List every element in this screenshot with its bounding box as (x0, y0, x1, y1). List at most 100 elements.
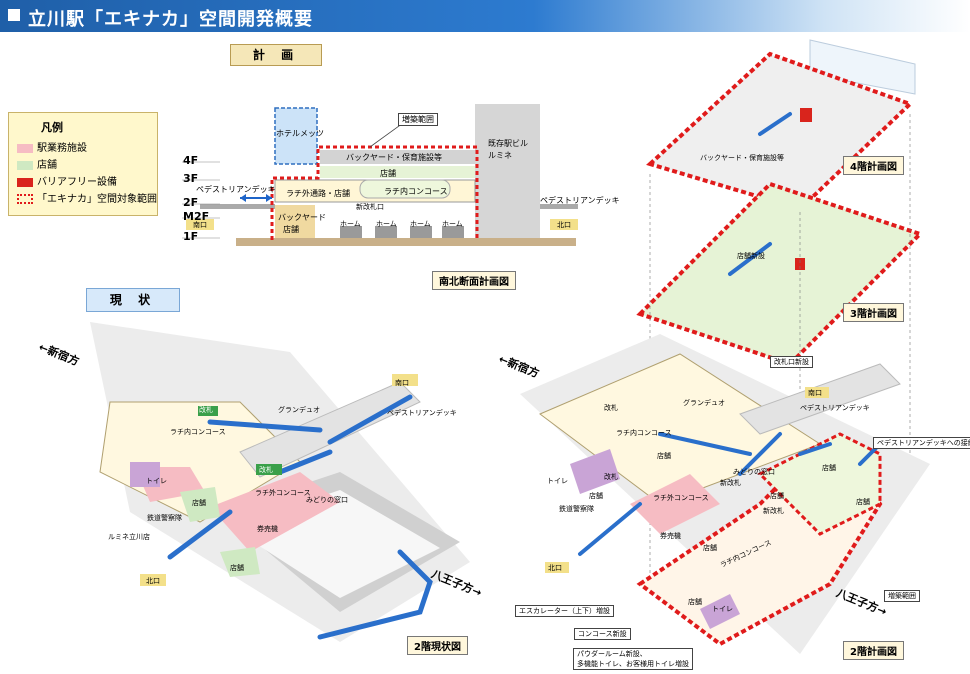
gate-inside-concourse-label: ラチ内コンコース (384, 187, 448, 196)
deck-left (200, 204, 275, 209)
current-north-exit-marker (140, 574, 166, 586)
floor3-elevator-icon (795, 258, 805, 270)
platform-label-3: ホーム (410, 220, 431, 228)
plan-north-exit: 北口 (548, 564, 562, 572)
plan-gate-1: 改札 (604, 404, 618, 412)
plan-ticket: 券売機 (660, 532, 681, 540)
current-lumine: ルミネ立川店 (108, 533, 150, 541)
floor3-caption: 3階計画図 (843, 303, 904, 322)
existing-building-label: 既存駅ビル ルミネ (488, 139, 528, 160)
plan-south-exit-marker (805, 387, 829, 398)
current-south-exit-marker (392, 374, 418, 386)
section-diagram (182, 104, 578, 246)
legend-item-shop: 店舗 (17, 156, 57, 171)
backyard-block (275, 205, 315, 238)
plan-new-gate-1: 新改札 (720, 479, 741, 487)
building-outline (809, 39, 916, 95)
existing-building (475, 104, 540, 238)
backyard-nursery-label: バックヤード・保育施設等 (346, 153, 442, 162)
floor-label-2f: 2F (183, 196, 199, 209)
floor3-shop-new: 店舗新設 (737, 252, 765, 260)
plan-gate-2: 改札 (604, 473, 618, 481)
current-pedestrian-deck: ペデストリアンデッキ (387, 409, 457, 417)
plan-south-exit: 南口 (808, 389, 822, 397)
floor3-plate (636, 181, 924, 367)
hotel-label: ホテルメッツ (276, 129, 324, 138)
title-bar: 立川駅「エキナカ」空間開発概要 (0, 0, 970, 32)
section-south-exit: 南口 (193, 221, 207, 229)
plan-shop-3: 店舗 (770, 492, 784, 500)
current-floor-map (90, 322, 470, 642)
shop-band (320, 166, 475, 178)
platform-label-1: ホーム (340, 220, 361, 228)
current-toilet: トイレ (146, 477, 167, 485)
plan-shop-4: 店舗 (822, 464, 836, 472)
callout-new-gate: 改札口新設 (770, 356, 813, 368)
barrierfree-swatch-icon (17, 177, 33, 187)
plan-outside-concourse: ラチ外コンコース (653, 494, 709, 502)
platform-1 (340, 226, 362, 238)
current-midori: みどりの窓口 (306, 496, 348, 504)
floor4-plate (646, 51, 914, 212)
expansion-label: 増築範囲 (398, 113, 438, 126)
current-section-label: 現 状 (86, 288, 180, 312)
plan-pedestrian-deck: ペデストリアンデッキ (800, 404, 870, 412)
deck-right (540, 204, 578, 209)
platform-4 (442, 226, 464, 238)
pedestrian-deck-right-label: ペデストリアンデッキ (540, 196, 620, 205)
plan-shop-7: 店舗 (688, 598, 702, 606)
backyard-label: バックヤード (278, 213, 326, 222)
callout-expansion: 増築範囲 (884, 590, 920, 602)
hotel-block (274, 107, 318, 165)
floor-label-4f: 4F (183, 154, 199, 167)
plan-shop-2: 店舗 (657, 452, 671, 460)
plan-shop-6: 店舗 (703, 544, 717, 552)
plan-caption: 2階計画図 (843, 641, 904, 660)
section-north-exit: 北口 (557, 221, 571, 229)
platform-2 (375, 226, 397, 238)
floor4-elevator-icon (800, 108, 812, 122)
floor-label-m2f: M2F (183, 210, 210, 223)
page-title: 立川駅「エキナカ」空間開発概要 (28, 9, 313, 30)
current-grandduo: グランデュオ (278, 406, 320, 414)
current-gate-2: 改札 (259, 466, 273, 474)
legend: 凡例 駅業務施設 店舗 バリアフリー設備 「エキナカ」空間対象範囲 (8, 112, 158, 216)
section-caption: 南北断面計画図 (432, 271, 516, 290)
plan-shop-1: 店舗 (589, 492, 603, 500)
plan-police: 鉄道警察隊 (559, 505, 594, 513)
current-caption: 2階現状図 (407, 636, 468, 655)
legend-item-station: 駅業務施設 (17, 139, 87, 154)
current-shop-2: 店舗 (230, 564, 244, 572)
title-bullet-icon (8, 9, 20, 21)
floor-label-3f: 3F (183, 172, 199, 185)
plan-shop-5: 店舗 (856, 498, 870, 506)
platform-3 (410, 226, 432, 238)
plan-toilet-1: トイレ (547, 477, 568, 485)
legend-item-scope: 「エキナカ」空間対象範囲 (17, 190, 157, 205)
plan-floors-stack (520, 39, 930, 654)
south-exit-marker (186, 219, 214, 230)
shop-band-label: 店舗 (380, 169, 396, 178)
callout-deck-link: ペデストリアンデッキへの接続 (873, 437, 970, 449)
plan-section-label: 計 画 (230, 44, 322, 66)
floor-label-1f: 1F (183, 230, 199, 243)
station-swatch-icon (17, 143, 33, 153)
plan-new-gate-2: 新改札 (763, 507, 784, 515)
current-ticket-zone (210, 472, 340, 552)
gate-outside-passage-label: ラチ外通路・店舗 (286, 189, 350, 198)
pedestrian-deck-left-label: ペデストリアンデッキ (196, 185, 276, 194)
platform-label-2: ホーム (376, 220, 397, 228)
callout-escalator: エスカレーター（上下）増設 (515, 605, 614, 617)
current-police: 鉄道警察隊 (147, 514, 182, 522)
plan-north-exit-marker (545, 562, 569, 573)
current-shop-1: 店舗 (192, 499, 206, 507)
scope-outline (270, 145, 479, 240)
callout-concourse-new: コンコース新設 (574, 628, 631, 640)
floor4-backyard: バックヤード・保育施設等 (700, 154, 784, 162)
current-ticket: 券売機 (257, 525, 278, 533)
backyard-band (320, 150, 475, 164)
north-exit-marker (550, 219, 578, 230)
plan-grandduo: グランデュオ (683, 399, 725, 407)
scope-swatch-icon (17, 194, 33, 204)
current-flow-arrows-icon (167, 394, 433, 640)
